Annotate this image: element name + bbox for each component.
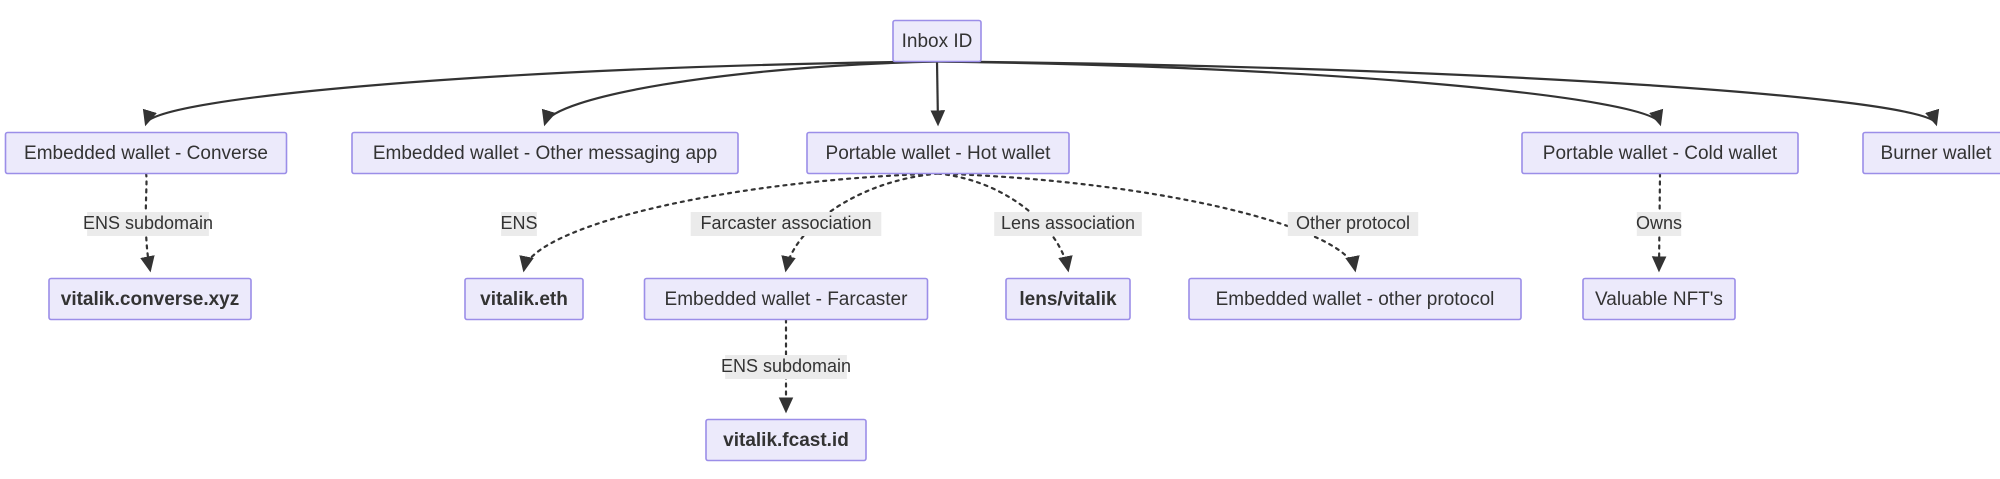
edge-hot-to-otherproto xyxy=(936,172,1360,273)
node-othermsg-label: Embedded wallet - Other messaging app xyxy=(373,143,717,164)
node-convens[interactable]: vitalik.converse.xyz xyxy=(48,277,252,321)
edge-conv-to-convens xyxy=(140,172,155,273)
node-lens-label: lens/vitalik xyxy=(1019,289,1117,310)
node-hot-box[interactable] xyxy=(806,131,1070,175)
lbl-ens-text: ENS xyxy=(500,213,537,233)
node-fcastid[interactable]: vitalik.fcast.id xyxy=(705,418,867,462)
edge-inbox-to-hot xyxy=(930,61,946,127)
lbl-owns-bg xyxy=(1636,212,1682,236)
node-cold[interactable]: Portable wallet - Cold wallet xyxy=(1521,131,1799,175)
node-farcaster[interactable]: Embedded wallet - Farcaster xyxy=(643,277,929,321)
node-conv[interactable]: Embedded wallet - Converse xyxy=(4,131,288,175)
node-conv-box[interactable] xyxy=(4,131,288,175)
node-othermsg[interactable]: Embedded wallet - Other messaging app xyxy=(351,131,739,175)
node-convens-label: vitalik.converse.xyz xyxy=(61,289,240,310)
lbl-lens-assoc: Lens association xyxy=(994,212,1142,236)
lbl-other-protocol-text: Other protocol xyxy=(1296,213,1410,233)
node-othermsg-box[interactable] xyxy=(351,131,739,175)
lbl-farcaster-assoc-text: Farcaster association xyxy=(700,213,871,233)
node-eth[interactable]: vitalik.eth xyxy=(464,277,584,321)
node-burner[interactable]: Burner wallet xyxy=(1862,131,2000,175)
node-cold-label: Portable wallet - Cold wallet xyxy=(1543,143,1778,164)
node-hot[interactable]: Portable wallet - Hot wallet xyxy=(806,131,1070,175)
lbl-ens-subdomain-converse-text: ENS subdomain xyxy=(83,213,213,233)
lbl-ens-bg xyxy=(501,212,537,236)
lbl-ens: ENS xyxy=(500,212,538,236)
edge-hot-to-lens xyxy=(936,172,1073,273)
lbl-lens-assoc-bg xyxy=(994,212,1142,236)
lbl-other-protocol-bg xyxy=(1287,212,1419,236)
node-nft-box[interactable] xyxy=(1582,277,1736,321)
edge-hot-to-eth xyxy=(519,172,940,273)
lbl-farcaster-assoc: Farcaster association xyxy=(690,212,882,236)
node-otherproto-box[interactable] xyxy=(1188,277,1522,321)
edges-layer xyxy=(140,60,1939,414)
lbl-ens-subdomain-fcast-bg xyxy=(725,355,847,379)
node-convens-box[interactable] xyxy=(48,277,252,321)
node-lens[interactable]: lens/vitalik xyxy=(1005,277,1131,321)
lbl-ens-subdomain-converse-bg xyxy=(87,212,209,236)
edge-labels-layer: ENS subdomain ENS Farcaster association Len… xyxy=(83,212,1682,379)
lbl-owns: Owns xyxy=(1636,212,1682,236)
lbl-ens-subdomain-converse: ENS subdomain xyxy=(83,212,213,236)
edge-inbox-to-conv xyxy=(143,60,938,127)
node-eth-label: vitalik.eth xyxy=(480,289,568,310)
edge-inbox-to-cold xyxy=(936,60,1663,127)
node-farcaster-box[interactable] xyxy=(643,277,929,321)
node-otherproto[interactable]: Embedded wallet - other protocol xyxy=(1188,277,1522,321)
lbl-lens-assoc-text: Lens association xyxy=(1001,213,1135,233)
edge-inbox-to-burner xyxy=(936,60,1939,127)
node-conv-label: Embedded wallet - Converse xyxy=(24,143,268,164)
node-fcastid-box[interactable] xyxy=(705,418,867,462)
node-eth-box[interactable] xyxy=(464,277,584,321)
node-burner-box[interactable] xyxy=(1862,131,2000,175)
lbl-other-protocol: Other protocol xyxy=(1287,212,1419,236)
node-inbox[interactable]: Inbox ID xyxy=(892,19,982,63)
node-burner-label: Burner wallet xyxy=(1881,143,1993,164)
lbl-owns-text: Owns xyxy=(1636,213,1682,233)
node-otherproto-label: Embedded wallet - other protocol xyxy=(1216,289,1495,310)
node-nft-label: Valuable NFT's xyxy=(1595,289,1723,310)
node-nft[interactable]: Valuable NFT's xyxy=(1582,277,1736,321)
edge-hot-to-farcaster xyxy=(781,172,940,273)
node-farcaster-label: Embedded wallet - Farcaster xyxy=(665,289,909,310)
node-cold-box[interactable] xyxy=(1521,131,1799,175)
lbl-ens-subdomain-fcast: ENS subdomain xyxy=(721,355,851,379)
node-inbox-label: Inbox ID xyxy=(902,31,973,52)
node-inbox-box[interactable] xyxy=(892,19,982,63)
edge-inbox-to-othermsg xyxy=(541,60,938,127)
lbl-ens-subdomain-fcast-text: ENS subdomain xyxy=(721,356,851,376)
node-hot-label: Portable wallet - Hot wallet xyxy=(826,143,1052,164)
lbl-farcaster-assoc-bg xyxy=(690,212,882,236)
node-fcastid-label: vitalik.fcast.id xyxy=(723,430,849,451)
node-lens-box[interactable] xyxy=(1005,277,1131,321)
